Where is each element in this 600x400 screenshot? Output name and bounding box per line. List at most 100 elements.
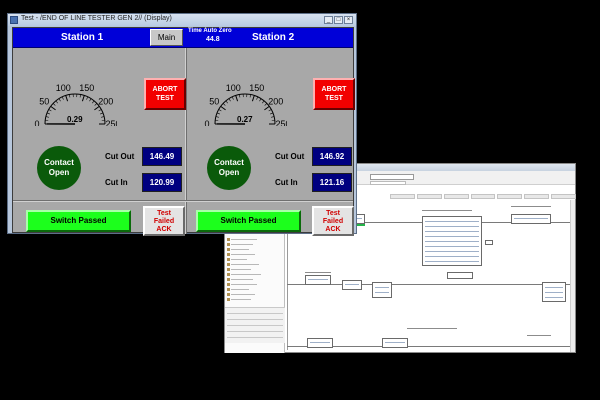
gauge-ticks bbox=[215, 94, 275, 125]
station-2-cut-out-label: Cut Out bbox=[275, 152, 305, 161]
editor-tab[interactable] bbox=[443, 194, 469, 199]
tree-item[interactable] bbox=[231, 279, 253, 280]
time-auto-zero-label: Time Auto Zero bbox=[188, 28, 232, 34]
gauge-tick-label: 100 bbox=[56, 83, 71, 93]
editor-tab[interactable] bbox=[551, 194, 577, 199]
tree-item[interactable] bbox=[231, 299, 251, 300]
rung-comment bbox=[422, 210, 472, 211]
app-icon bbox=[10, 16, 18, 24]
gauge-minor-tick bbox=[215, 116, 219, 118]
station-1-test-failed-ack-button[interactable]: Test Failed ACK bbox=[143, 206, 185, 236]
editor-combo-box[interactable] bbox=[370, 174, 414, 180]
abort-label-line-1: ABORT bbox=[321, 86, 347, 93]
station-2-cut-in-label: Cut In bbox=[275, 178, 298, 187]
gauge-major-tick bbox=[235, 95, 239, 102]
gauge-arc bbox=[44, 93, 106, 125]
station-2-switch-passed-button[interactable]: Switch Passed bbox=[196, 210, 301, 232]
gauge-minor-tick bbox=[69, 94, 71, 98]
fail-label-line-1: Test bbox=[326, 210, 340, 217]
gauge-tick-label: 0 bbox=[204, 119, 209, 126]
tree-item[interactable] bbox=[231, 259, 247, 260]
station-2-test-failed-ack-button[interactable]: Test Failed ACK bbox=[312, 206, 354, 236]
station-2-contact-indicator: Contact Open bbox=[207, 146, 251, 190]
folder-icon bbox=[227, 283, 230, 286]
gauge-arc bbox=[214, 93, 276, 125]
project-tree-panel bbox=[225, 234, 285, 353]
ladder-instruction[interactable] bbox=[342, 280, 362, 290]
main-button[interactable]: Main bbox=[150, 29, 183, 46]
editor-tab[interactable] bbox=[524, 194, 550, 199]
gauge-tick-label: 200 bbox=[268, 97, 283, 107]
gauge-major-tick bbox=[81, 95, 85, 102]
tree-item[interactable] bbox=[231, 284, 257, 285]
station-1-cut-in-value: 120.99 bbox=[142, 173, 182, 192]
minimize-button[interactable]: _ bbox=[324, 16, 333, 24]
gauge-minor-tick bbox=[225, 100, 229, 104]
tree-item[interactable] bbox=[231, 254, 255, 255]
rung-comment bbox=[407, 328, 457, 329]
editor-tab[interactable] bbox=[416, 194, 442, 199]
tree-item[interactable] bbox=[231, 289, 249, 290]
tree-item[interactable] bbox=[231, 264, 259, 265]
gauge-minor-tick bbox=[45, 116, 49, 118]
folder-icon bbox=[227, 298, 230, 301]
button-row-divider bbox=[13, 200, 353, 202]
ladder-logic-editor[interactable] bbox=[287, 200, 573, 350]
station-2-gauge-reading: 0.27 bbox=[237, 115, 253, 124]
ladder-instruction[interactable] bbox=[447, 272, 473, 279]
fail-label-line-3: ACK bbox=[156, 226, 172, 233]
contact-label-line-1: Contact bbox=[214, 158, 244, 167]
folder-icon bbox=[227, 288, 230, 291]
close-button[interactable]: × bbox=[344, 16, 353, 24]
gauge-minor-tick bbox=[55, 100, 59, 104]
editor-title-bar[interactable] bbox=[225, 164, 575, 171]
gauge-minor-tick bbox=[259, 98, 262, 102]
gauge-tick-label: 50 bbox=[39, 97, 49, 107]
editor-vertical-scrollbar[interactable] bbox=[570, 200, 575, 352]
editor-tab[interactable] bbox=[497, 194, 523, 199]
ladder-instruction[interactable] bbox=[542, 282, 566, 302]
folder-icon bbox=[227, 238, 230, 241]
ladder-instruction[interactable] bbox=[372, 282, 392, 298]
editor-tab[interactable] bbox=[390, 194, 415, 199]
tree-item[interactable] bbox=[231, 269, 251, 270]
tree-item[interactable] bbox=[231, 249, 249, 250]
tree-item[interactable] bbox=[231, 274, 261, 275]
ladder-instruction[interactable] bbox=[485, 240, 493, 245]
left-power-rail bbox=[287, 200, 288, 350]
gauge-tick-label: 200 bbox=[98, 97, 113, 107]
maximize-button[interactable]: □ bbox=[334, 16, 343, 24]
station-2-abort-test-button[interactable]: ABORT TEST bbox=[313, 78, 355, 110]
editor-combo-box-secondary[interactable] bbox=[370, 181, 406, 185]
tree-item[interactable] bbox=[231, 244, 253, 245]
folder-icon bbox=[227, 258, 230, 261]
gauge-major-tick bbox=[220, 105, 226, 111]
gauge-tick-label: 50 bbox=[209, 97, 219, 107]
gauge-minor-tick bbox=[91, 100, 95, 104]
gauge-major-tick bbox=[65, 95, 69, 102]
tree-item[interactable] bbox=[231, 239, 257, 240]
station-1-title: Station 1 bbox=[61, 32, 104, 43]
gauge-minor-tick bbox=[261, 100, 265, 104]
window-title-bar[interactable]: Test - /END OF LINE TESTER GEN 2// (Disp… bbox=[8, 14, 356, 26]
ladder-instruction[interactable] bbox=[305, 275, 331, 285]
station-1-abort-test-button[interactable]: ABORT TEST bbox=[144, 78, 186, 110]
gauge-tick-label: 150 bbox=[249, 83, 264, 93]
station-1-switch-passed-button[interactable]: Switch Passed bbox=[26, 210, 131, 232]
gauge-minor-tick bbox=[58, 98, 61, 102]
time-auto-zero-value: 44.8 bbox=[206, 36, 220, 43]
folder-icon bbox=[227, 273, 230, 276]
function-block[interactable] bbox=[422, 216, 482, 266]
ladder-instruction[interactable] bbox=[307, 338, 333, 348]
gauge-minor-tick bbox=[89, 98, 92, 102]
tree-item[interactable] bbox=[231, 294, 255, 295]
gauge-ticks bbox=[45, 94, 105, 125]
gauge-minor-tick bbox=[222, 103, 226, 106]
ladder-instruction[interactable] bbox=[382, 338, 408, 348]
gauge-tick-label: 250 bbox=[105, 119, 117, 126]
ladder-instruction[interactable] bbox=[511, 214, 551, 224]
editor-tab[interactable] bbox=[470, 194, 496, 199]
station-2-cut-out-value: 146.92 bbox=[312, 147, 352, 166]
